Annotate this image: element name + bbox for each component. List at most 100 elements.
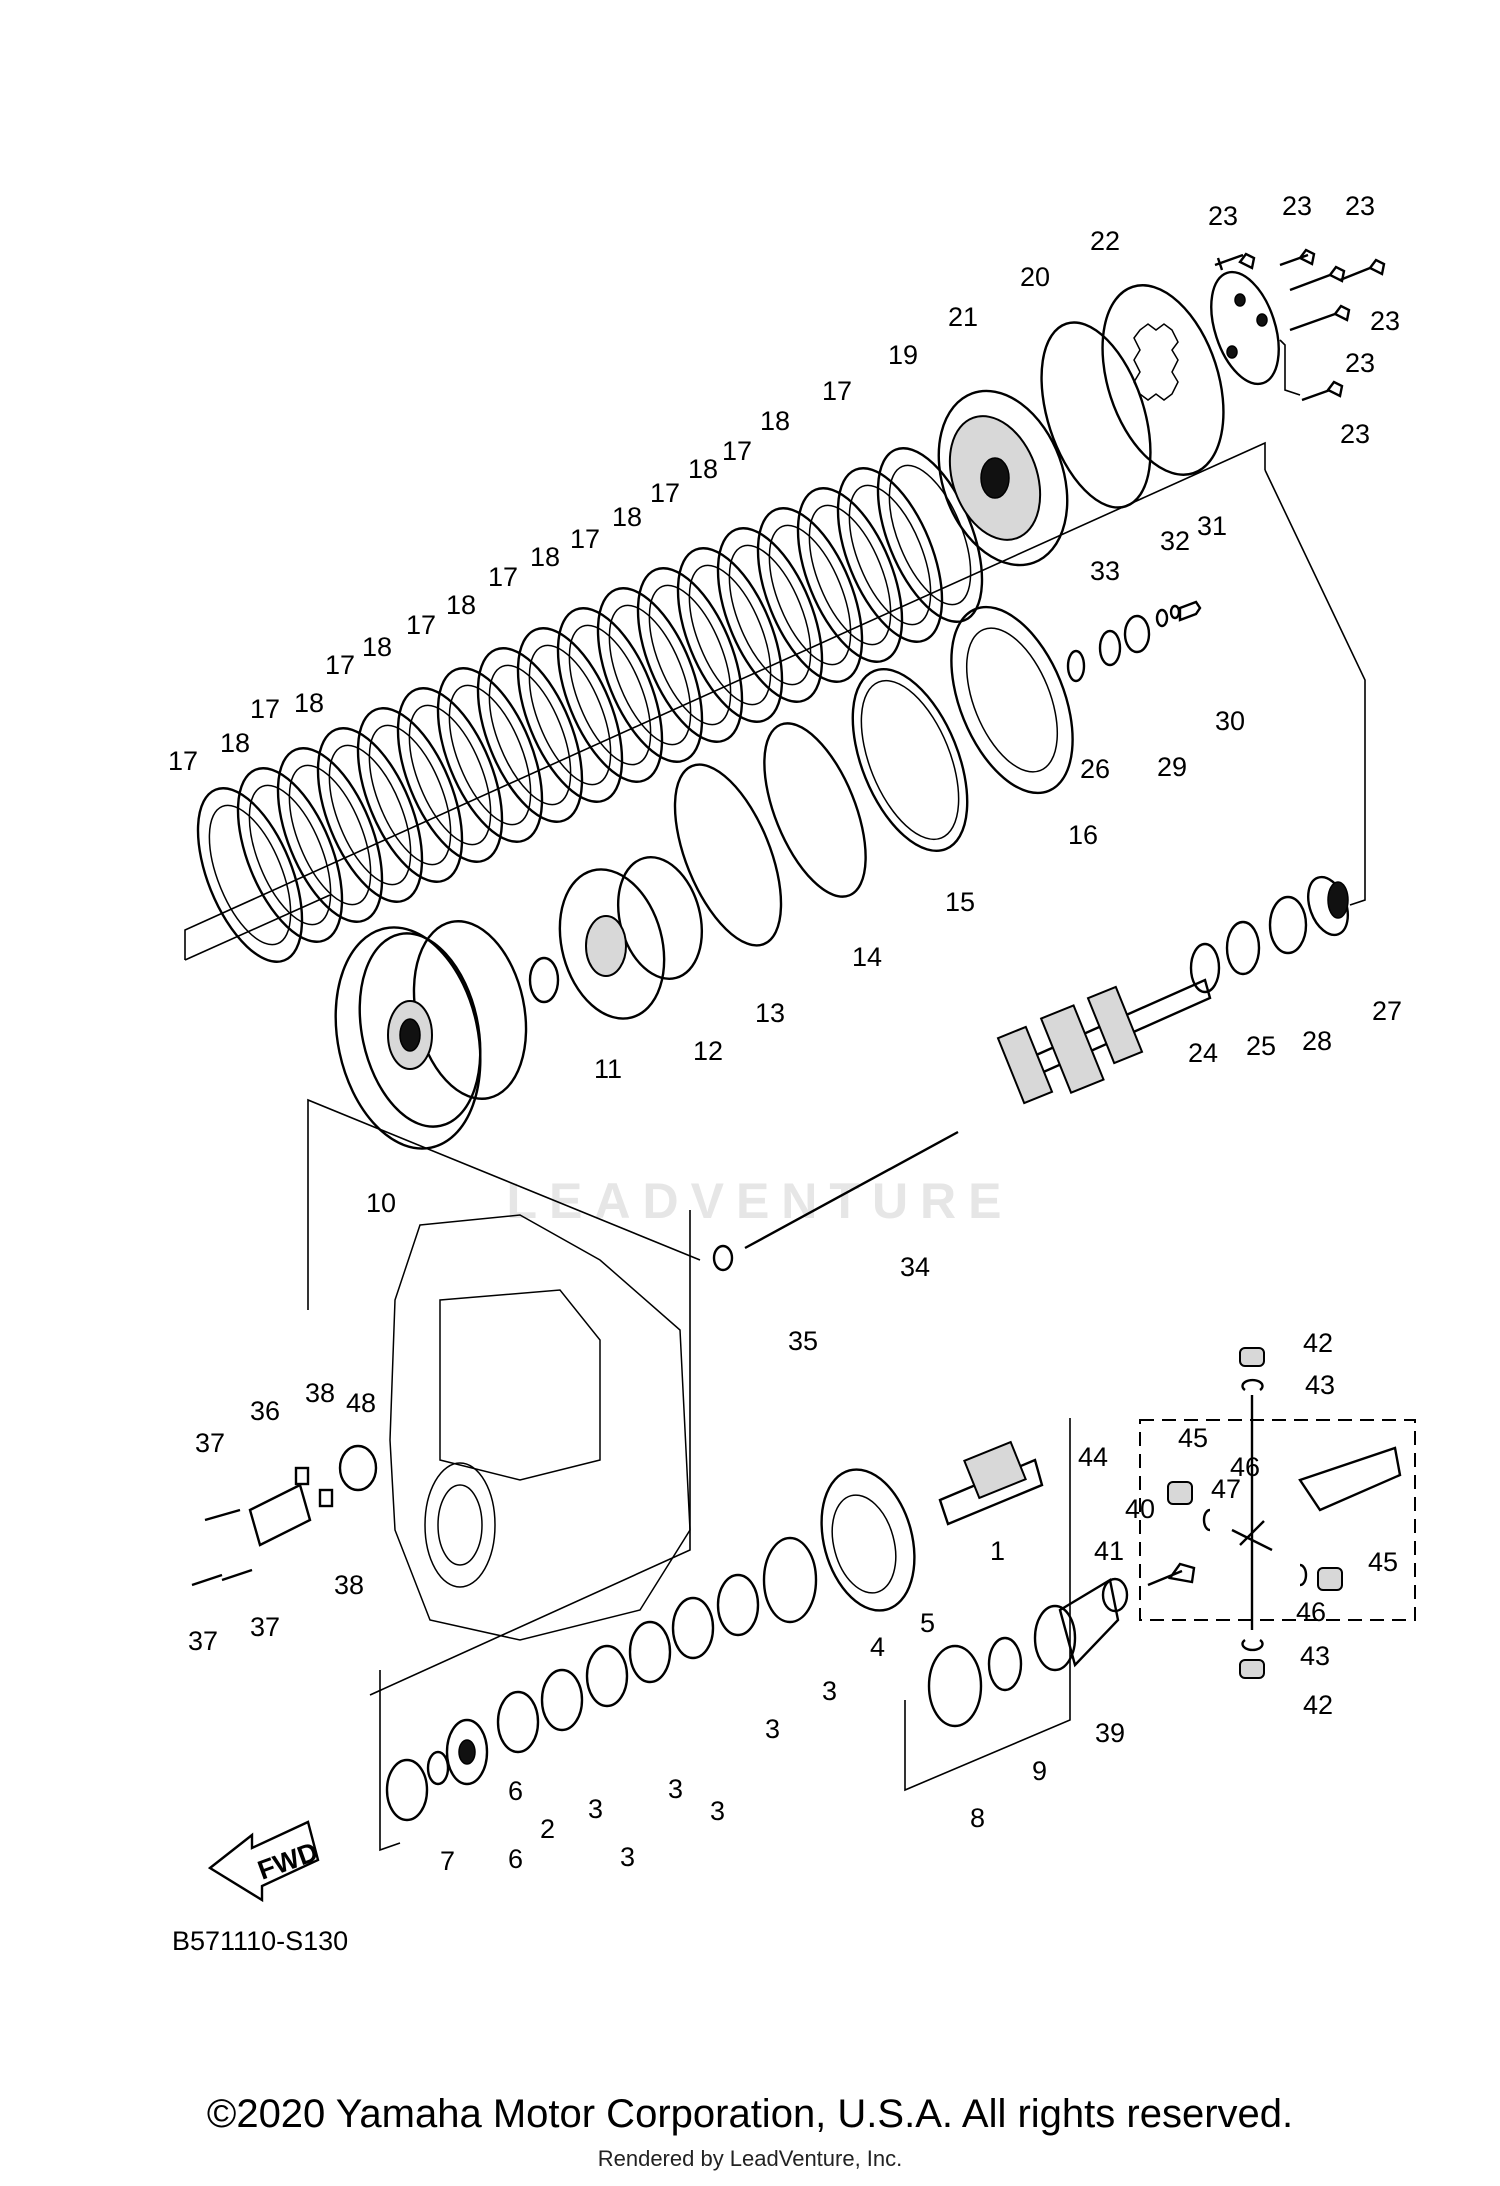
oring-33 <box>1155 608 1169 628</box>
needle-bearing-27 <box>1307 875 1349 937</box>
diagram-code: B571110-S130 <box>172 1926 348 1956</box>
plate-inner-ring <box>408 704 492 846</box>
callout-number: 3 <box>765 1714 780 1744</box>
plate-inner-ring <box>488 664 572 806</box>
friction-plate-17 <box>196 787 304 963</box>
callout-number: 25 <box>1246 1031 1276 1061</box>
callout-number: 36 <box>250 1396 280 1426</box>
callout-number: 42 <box>1303 1328 1333 1358</box>
callout-number: 46 <box>1230 1452 1260 1482</box>
right-bracket <box>1264 469 1366 906</box>
friction-plate-17 <box>756 507 864 683</box>
drive-bracket <box>379 1670 401 1852</box>
clutch-plate-18 <box>556 607 664 783</box>
clutch-plate-18 <box>316 727 424 903</box>
collar-30 <box>1123 614 1151 654</box>
callout-number: 37 <box>188 1626 218 1656</box>
callout-number: 14 <box>852 942 882 972</box>
friction-plate-17 <box>676 547 784 723</box>
plate-inner-ring <box>328 744 412 886</box>
callout-number: 15 <box>945 887 975 917</box>
callout-number: 17 <box>250 694 280 724</box>
callout-number: 2 <box>540 1814 555 1844</box>
callout-number: 3 <box>710 1796 725 1826</box>
clutch-group-bracket <box>184 441 1266 960</box>
callout-number: 45 <box>1178 1423 1208 1453</box>
clutch-housing-10 <box>334 920 528 1150</box>
circlip-46-right <box>1299 1563 1308 1587</box>
callout-number: 37 <box>195 1428 225 1458</box>
callout-number: 31 <box>1197 511 1227 541</box>
bracket-36 <box>248 1483 312 1547</box>
callout-number: 45 <box>1368 1547 1398 1577</box>
clutch-plate-18 <box>876 447 984 623</box>
washer-29 <box>1098 629 1122 667</box>
callout-number: 26 <box>1080 754 1110 784</box>
clutch-hub-12 <box>558 856 704 1020</box>
callout-number: 11 <box>594 1054 622 1084</box>
bolt-37b <box>191 1573 223 1587</box>
callout-number: 3 <box>822 1676 837 1706</box>
housing-bracket <box>307 1098 701 1310</box>
friction-plate-17 <box>516 627 624 803</box>
callout-number: 48 <box>346 1388 376 1418</box>
bolt-37c <box>221 1568 253 1582</box>
collar-28 <box>1268 895 1308 955</box>
callout-number: 23 <box>1345 348 1375 378</box>
circlip-46-left <box>1202 1508 1211 1532</box>
callout-number: 17 <box>325 650 355 680</box>
callout-number: 44 <box>1078 1442 1108 1472</box>
plate-inner-ring <box>648 584 732 726</box>
bolts-23 <box>1214 248 1386 402</box>
washer-40 <box>1101 1577 1129 1613</box>
nut-41 <box>1147 1562 1196 1587</box>
washer-24 <box>1189 942 1221 994</box>
clutch-boss-19 <box>937 389 1069 567</box>
callout-number: 3 <box>668 1774 683 1804</box>
callout-number: 38 <box>305 1378 335 1408</box>
callout-number: 17 <box>650 478 680 508</box>
callout-number: 8 <box>970 1803 985 1833</box>
universal-joint-box <box>1139 1419 1416 1621</box>
damper-cam-4 <box>762 1536 818 1624</box>
plate-inner-ring <box>768 524 852 666</box>
callout-number: 38 <box>334 1570 364 1600</box>
callout-number: 12 <box>693 1036 723 1066</box>
oil-seal-35 <box>712 1244 734 1272</box>
callout-number: 1 <box>990 1536 1005 1566</box>
crankcase-bracket <box>369 1210 691 1696</box>
clutch-plate-18 <box>796 487 904 663</box>
callout-number: 46 <box>1296 1597 1326 1627</box>
friction-plate-17 <box>436 667 544 843</box>
copyright-notice: ©2020 Yamaha Motor Corporation, U.S.A. A… <box>206 2092 1294 2136</box>
callout-number: 29 <box>1157 752 1187 782</box>
callout-number: 23 <box>1208 201 1238 231</box>
clutch-plate-18 <box>476 647 584 823</box>
washer-26 <box>1066 649 1086 683</box>
callout-number: 18 <box>220 728 250 758</box>
ball-32 <box>1169 604 1181 620</box>
callout-number: 23 <box>1345 191 1375 221</box>
friction-plate-17 <box>356 707 464 883</box>
callout-labels: 1233333345667891011121314151617171717171… <box>168 191 1402 1876</box>
callout-number: 17 <box>406 610 436 640</box>
middle-drive-shaft-1 <box>938 1440 1044 1526</box>
callout-number: 34 <box>900 1252 930 1282</box>
bearing-42-top <box>1239 1347 1265 1367</box>
callout-number: 40 <box>1125 1494 1155 1524</box>
callout-number: 37 <box>250 1612 280 1642</box>
crankcase-cover <box>389 1214 691 1641</box>
main-axle-gears <box>996 978 1212 1105</box>
friction-plate-17 <box>836 467 944 643</box>
callout-number: 7 <box>440 1846 455 1876</box>
clutch-plate-16 <box>950 605 1074 795</box>
output-bracket <box>904 1418 1071 1792</box>
dowel-38b <box>318 1488 334 1508</box>
spring-14 <box>763 722 867 898</box>
callout-number: 17 <box>168 746 198 776</box>
callout-number: 23 <box>1282 191 1312 221</box>
friction-plate-15 <box>851 667 969 853</box>
callout-number: 16 <box>1068 820 1098 850</box>
callout-number: 3 <box>588 1794 603 1824</box>
